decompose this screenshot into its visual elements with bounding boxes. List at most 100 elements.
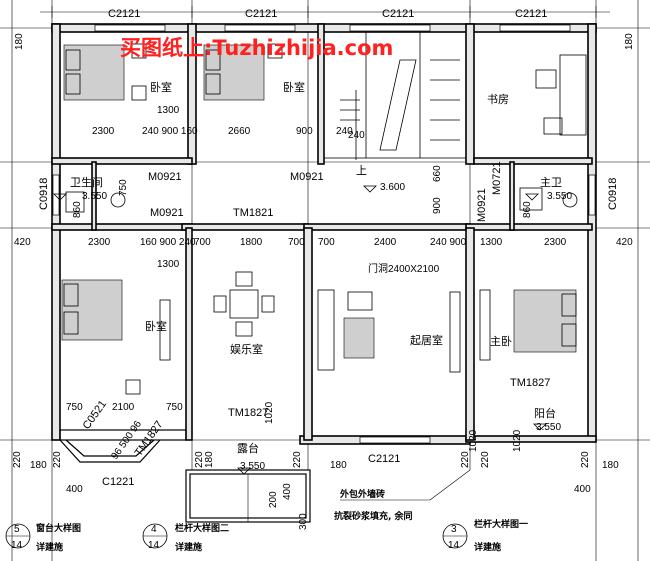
dim-bot-220-e: 220 — [460, 451, 471, 468]
detail-4-number: 4 — [151, 524, 157, 535]
study-desk — [535, 54, 587, 136]
dim-v-860-left: 860 — [72, 201, 83, 218]
dim-bot-220-g: 220 — [580, 451, 591, 468]
level-bath-left: 3.550 — [82, 191, 107, 202]
room-bedroom-top-left: 卧室 — [150, 80, 172, 94]
code-labels: C2121 C2121 C2121 C2121 C2121 C1221 C052… — [38, 8, 619, 488]
dim-bot-1020-c: 1020 — [512, 429, 523, 452]
staircase — [323, 31, 467, 160]
dimension-labels: 2300 240 900 160 2660 900 240 1300 420 2… — [12, 33, 635, 530]
level-labels: 3.600 3.550 3.550 3.550 3.550 — [82, 182, 572, 472]
detail-4-sub: 详建施 — [175, 541, 202, 553]
dim-bot-180-b: 180 — [204, 451, 215, 468]
bed-top-mid — [203, 43, 283, 101]
dim-bot-300: 300 — [298, 513, 309, 530]
room-master-bedroom: 主卧 — [490, 335, 512, 348]
dim-mid-700-c: 700 — [318, 237, 335, 248]
dim-v-180-left: 180 — [14, 33, 25, 50]
room-study: 书房 — [487, 93, 509, 106]
room-bath-right: 主卫 — [540, 176, 562, 189]
room-balcony: 阳台 — [534, 406, 556, 420]
dim-mid-420-right: 420 — [616, 237, 633, 248]
elevation-markers — [53, 185, 547, 475]
dim-mid-2400: 2400 — [374, 237, 397, 248]
detail-labels: 5 14 窗台大样图 详建施 4 14 栏杆大样图二 详建施 3 14 栏杆大样… — [11, 518, 528, 553]
room-bedroom-left: 卧室 — [145, 319, 167, 333]
dim-v-900: 900 — [432, 197, 443, 214]
construction-notes: 外包外墙砖 抗裂砂浆填充, 余同 — [334, 469, 471, 522]
bed-master — [479, 289, 577, 361]
code-c2121-bottom: C2121 — [368, 453, 400, 465]
code-c2121-top2: C2121 — [245, 8, 277, 20]
dim-bot-220-b: 220 — [52, 451, 63, 468]
dim-mid-1800: 1800 — [240, 237, 263, 248]
detail-3-sub: 详建施 — [474, 541, 501, 553]
dim-bot-400-c: 400 — [574, 484, 591, 495]
dim-bot-180-d: 180 — [602, 460, 619, 471]
dim-mid-1300-b: 1300 — [157, 259, 180, 270]
room-labels: 卧室 卧室 书房 卫生间 主卫 卧室 娱乐室 起居室 主卧 阳台 露台 — [70, 80, 562, 455]
level-balcony: 3.550 — [536, 422, 561, 433]
detail-4-title: 栏杆大样图二 — [175, 522, 229, 534]
detail-4-page: 14 — [148, 540, 160, 551]
dim-top-900: 900 — [296, 126, 313, 137]
table-chairs — [213, 271, 275, 337]
code-c0918-left: C0918 — [38, 178, 50, 210]
door-opening-label: 门洞2400X2100 — [368, 262, 440, 275]
dim-bot-1020: 1020 — [264, 401, 275, 424]
level-terrace: 3.550 — [240, 461, 265, 472]
code-tm1827-b: TM1827 — [510, 377, 550, 389]
level-hall: 3.600 — [380, 182, 405, 193]
dim-top-2300: 2300 — [92, 126, 115, 137]
dim-v-180-right: 180 — [624, 33, 635, 50]
dim-bot-200: 200 — [268, 491, 279, 508]
dim-mid-160-900-240: 160 900 240 — [140, 237, 196, 248]
dim-bot-180-a: 180 — [30, 460, 47, 471]
dim-bot-400-b: 400 — [282, 483, 293, 500]
dim-top-240-900-160: 240 900 160 — [142, 126, 198, 137]
dim-bot-220-d: 220 — [292, 451, 303, 468]
code-tm1827-a: TM1827 — [228, 407, 268, 419]
code-c1221: C1221 — [102, 476, 134, 488]
dim-mid-2300-right: 2300 — [544, 237, 567, 248]
detail-markers — [5, 523, 468, 549]
top-windows — [52, 24, 596, 444]
dim-v-750: 750 — [118, 179, 129, 196]
dim-bot-750-left: 750 — [66, 402, 83, 413]
code-m0721: M0721 — [491, 161, 503, 195]
code-tm1821: TM1821 — [233, 207, 273, 219]
dim-bot-220-f: 220 — [480, 451, 491, 468]
stair-up-label: 上 — [356, 164, 367, 177]
note-1: 外包外墙砖 — [339, 488, 385, 500]
room-bedroom-top-mid: 卧室 — [283, 80, 305, 94]
sofa-set — [317, 289, 461, 373]
interior-walls — [51, 23, 593, 441]
dim-mid-240-900: 240 900 — [430, 237, 467, 248]
detail-3-number: 3 — [451, 524, 457, 535]
watermark-text: 买图纸上:Tuzhizhijia.com — [120, 36, 393, 60]
detail-5-title: 窗台大样图 — [36, 522, 81, 534]
code-m0921-d: M0921 — [476, 188, 488, 222]
dim-v-660: 660 — [432, 165, 443, 182]
dim-bot-750-right: 750 — [166, 402, 183, 413]
code-c2121-top3: C2121 — [382, 8, 414, 20]
dim-bot-2100: 2100 — [112, 402, 135, 413]
room-entertainment: 娱乐室 — [230, 342, 263, 356]
note-2: 抗裂砂浆填充, 余同 — [334, 510, 413, 522]
code-m0921-b: M0921 — [290, 171, 324, 183]
room-living: 起居室 — [410, 333, 443, 347]
code-c2121-top4: C2121 — [515, 8, 547, 20]
bed-left — [61, 279, 171, 395]
dim-bot-1020-b: 1020 — [468, 429, 479, 452]
bed-top-left — [63, 43, 147, 101]
dim-v-860-right: 860 — [522, 201, 533, 218]
dim-top-1300: 1300 — [157, 105, 180, 116]
watermark: 买图纸上:Tuzhizhijia.com — [120, 36, 393, 60]
dim-mid-420-left: 420 — [14, 237, 31, 248]
dim-bot-400-a: 400 — [66, 484, 83, 495]
dim-bot-180-c: 180 — [330, 460, 347, 471]
top-dimension-line — [40, 6, 610, 18]
detail-3-title: 栏杆大样图一 — [474, 518, 528, 530]
dim-v-240: 240 — [348, 130, 365, 141]
